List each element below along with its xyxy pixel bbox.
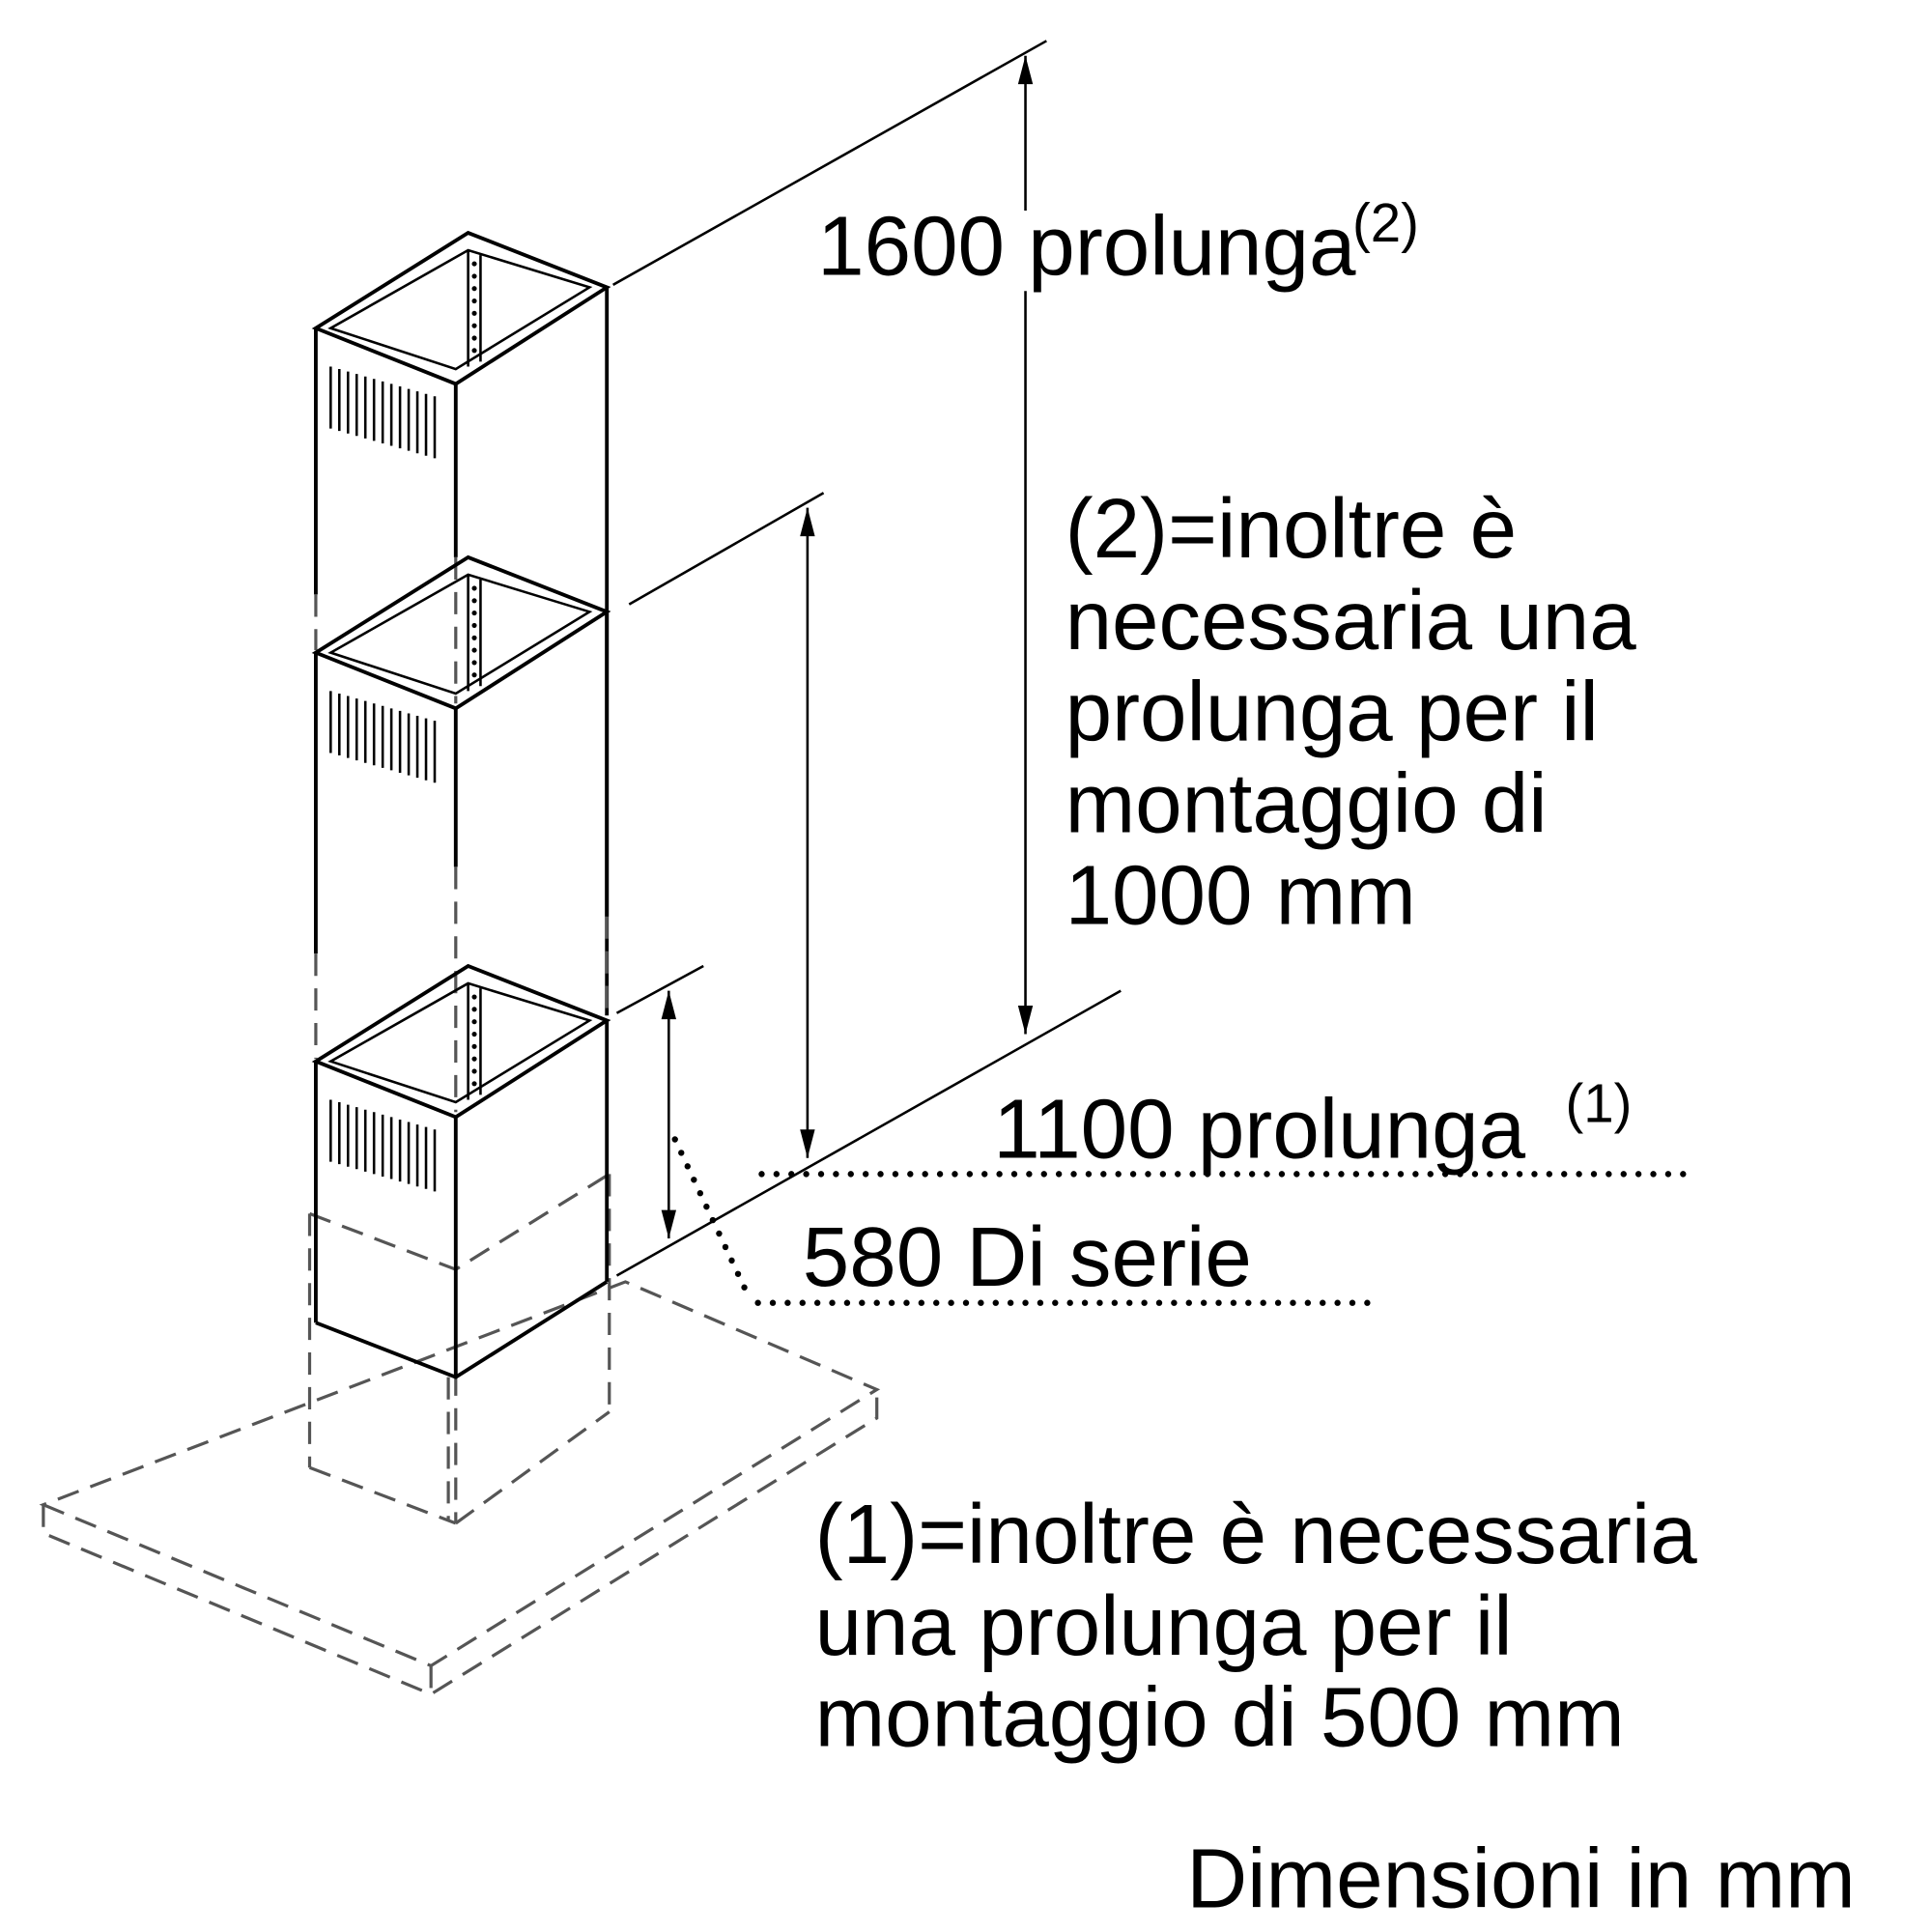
dimension-lines (611, 40, 1690, 1306)
note-2-line: prolunga per il (1065, 666, 1599, 759)
note-1-line: montaggio di 500 mm (815, 1671, 1625, 1765)
units-label: Dimensioni in mm (1186, 1832, 1856, 1925)
hood-base-outline (39, 1280, 881, 1696)
middle-extension-segment (311, 554, 611, 1016)
note-2-line: (2)=inoltre è (1065, 482, 1518, 576)
note-2-line: 1000 mm (1065, 848, 1416, 942)
note-1: (1)=inoltre è necessaria una prolunga pe… (815, 1488, 1698, 1765)
top-extension-segment (311, 230, 611, 917)
vent-grille (329, 366, 437, 459)
note-1-line: (1)=inoltre è necessaria (815, 1488, 1698, 1581)
note-2-line: montaggio di (1065, 757, 1548, 851)
standard-chimney-segment (311, 963, 611, 1379)
note-2: (2)=inoltre è necessaria una prolunga pe… (1065, 482, 1637, 942)
vent-grille (329, 1099, 437, 1192)
dim-1100-footnote: (1) (1566, 1073, 1633, 1134)
dim-1600-footnote: (2) (1352, 192, 1419, 253)
note-2-line: necessaria una (1065, 574, 1637, 668)
note-1-line: una prolunga per il (815, 1579, 1513, 1673)
dim-580-label: 580 Di serie (803, 1210, 1252, 1304)
base-chimney-outline (307, 1173, 611, 1525)
dim-1100-label: 1100 prolunga (993, 1083, 1525, 1177)
vent-grille (329, 691, 437, 783)
dim-1600-label: 1600 prolunga (817, 200, 1356, 294)
